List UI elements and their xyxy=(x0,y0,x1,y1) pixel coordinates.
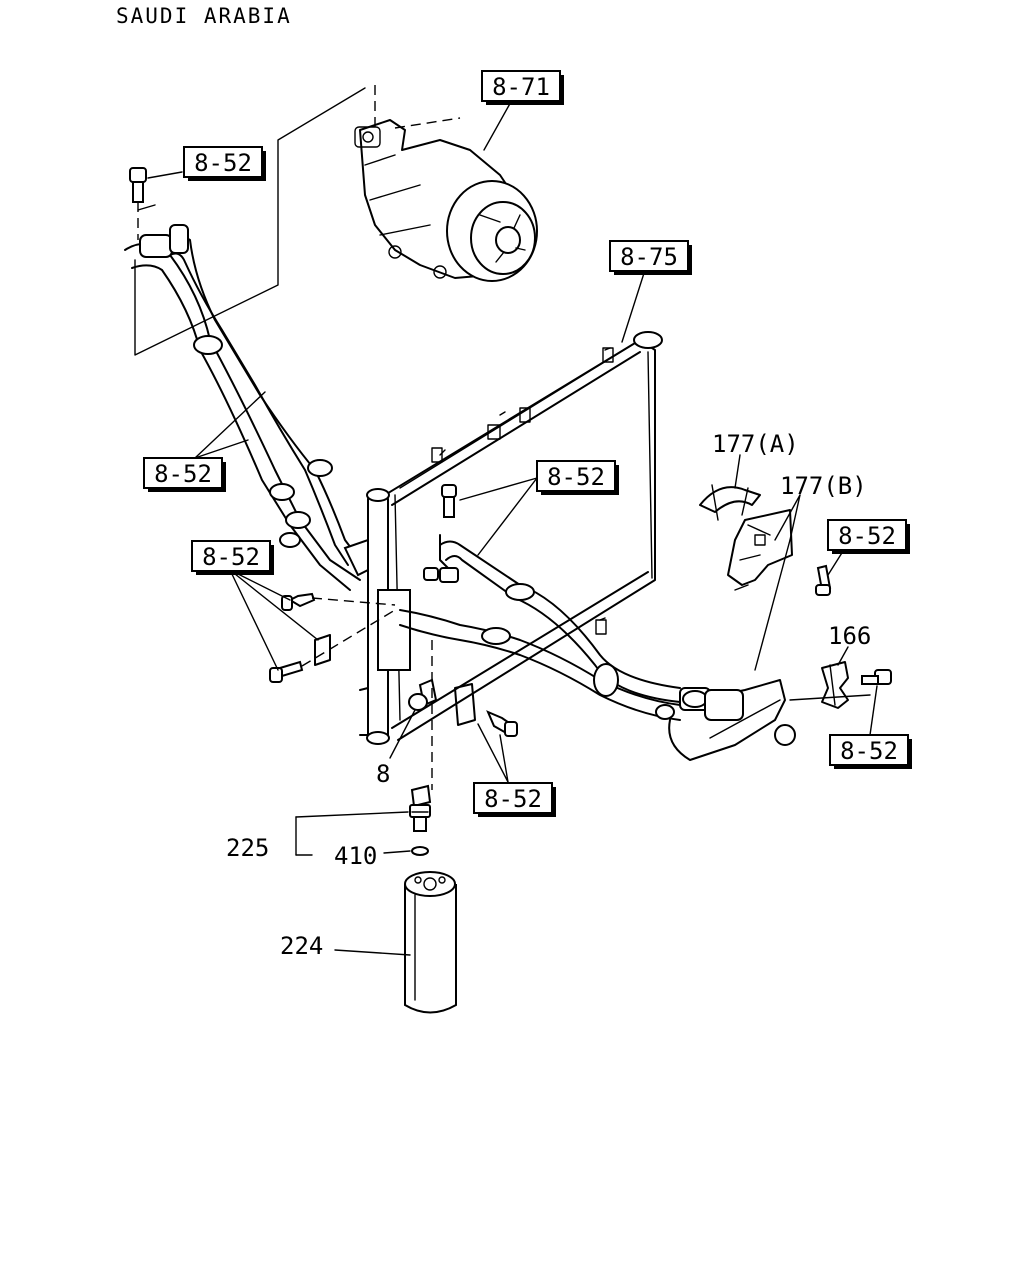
bolt-bracket-left-lower xyxy=(269,609,396,683)
bolt-clip-right xyxy=(815,564,832,596)
label-clip-177b: 177(B) xyxy=(780,472,867,500)
pipe-connector-right xyxy=(655,679,796,761)
label-sensor-8: 8 xyxy=(376,760,390,788)
callout-hose-bolt-top[interactable]: 8-52 xyxy=(183,146,266,181)
bolt-pipe-center xyxy=(441,484,457,518)
suction-discharge-hoses xyxy=(124,224,380,591)
callout-right-bolt[interactable]: 8-52 xyxy=(829,734,912,769)
svg-text:8-52: 8-52 xyxy=(202,543,260,571)
bolt-right xyxy=(861,669,892,685)
svg-text:8-75: 8-75 xyxy=(620,243,678,271)
callout-clip-bolt-right[interactable]: 8-52 xyxy=(827,519,910,554)
label-switch-225: 225 xyxy=(226,834,269,862)
switch-225 xyxy=(409,784,432,832)
compressor xyxy=(354,85,538,282)
callout-bracket-bolts-left[interactable]: 8-52 xyxy=(191,540,274,575)
hose-bracket-outline xyxy=(134,87,366,356)
svg-text:8-52: 8-52 xyxy=(154,460,212,488)
clip-177b xyxy=(727,509,793,591)
receiver-drier-224 xyxy=(404,871,457,1014)
svg-text:8-71: 8-71 xyxy=(492,73,550,101)
svg-text:8-52: 8-52 xyxy=(838,522,896,550)
svg-text:8-52: 8-52 xyxy=(484,785,542,813)
callout-lower-bolts[interactable]: 8-52 xyxy=(473,782,556,817)
o-ring-410 xyxy=(411,846,429,856)
svg-text:8-52: 8-52 xyxy=(840,737,898,765)
pressure-sensor-8 xyxy=(408,640,438,790)
leader-lines xyxy=(147,99,878,956)
region-label: SAUDI ARABIA xyxy=(116,4,292,28)
callout-condenser[interactable]: 8-75 xyxy=(609,240,692,275)
callout-compressor[interactable]: 8-71 xyxy=(481,70,564,105)
callout-pipe-bolt-center[interactable]: 8-52 xyxy=(536,460,619,495)
condenser-pipes xyxy=(399,534,681,721)
bolt-top-left xyxy=(129,167,147,240)
svg-text:8-52: 8-52 xyxy=(194,149,252,177)
label-o-ring-410: 410 xyxy=(334,842,377,870)
label-clip-166: 166 xyxy=(828,622,871,650)
label-receiver-drier-224: 224 xyxy=(280,932,323,960)
callout-hoses[interactable]: 8-52 xyxy=(143,457,226,492)
clip-166 xyxy=(821,661,849,709)
label-clip-177a: 177(A) xyxy=(712,430,799,458)
svg-text:8-52: 8-52 xyxy=(547,463,605,491)
clip-177a xyxy=(699,484,761,521)
bolt-lower-bracket xyxy=(454,683,518,737)
